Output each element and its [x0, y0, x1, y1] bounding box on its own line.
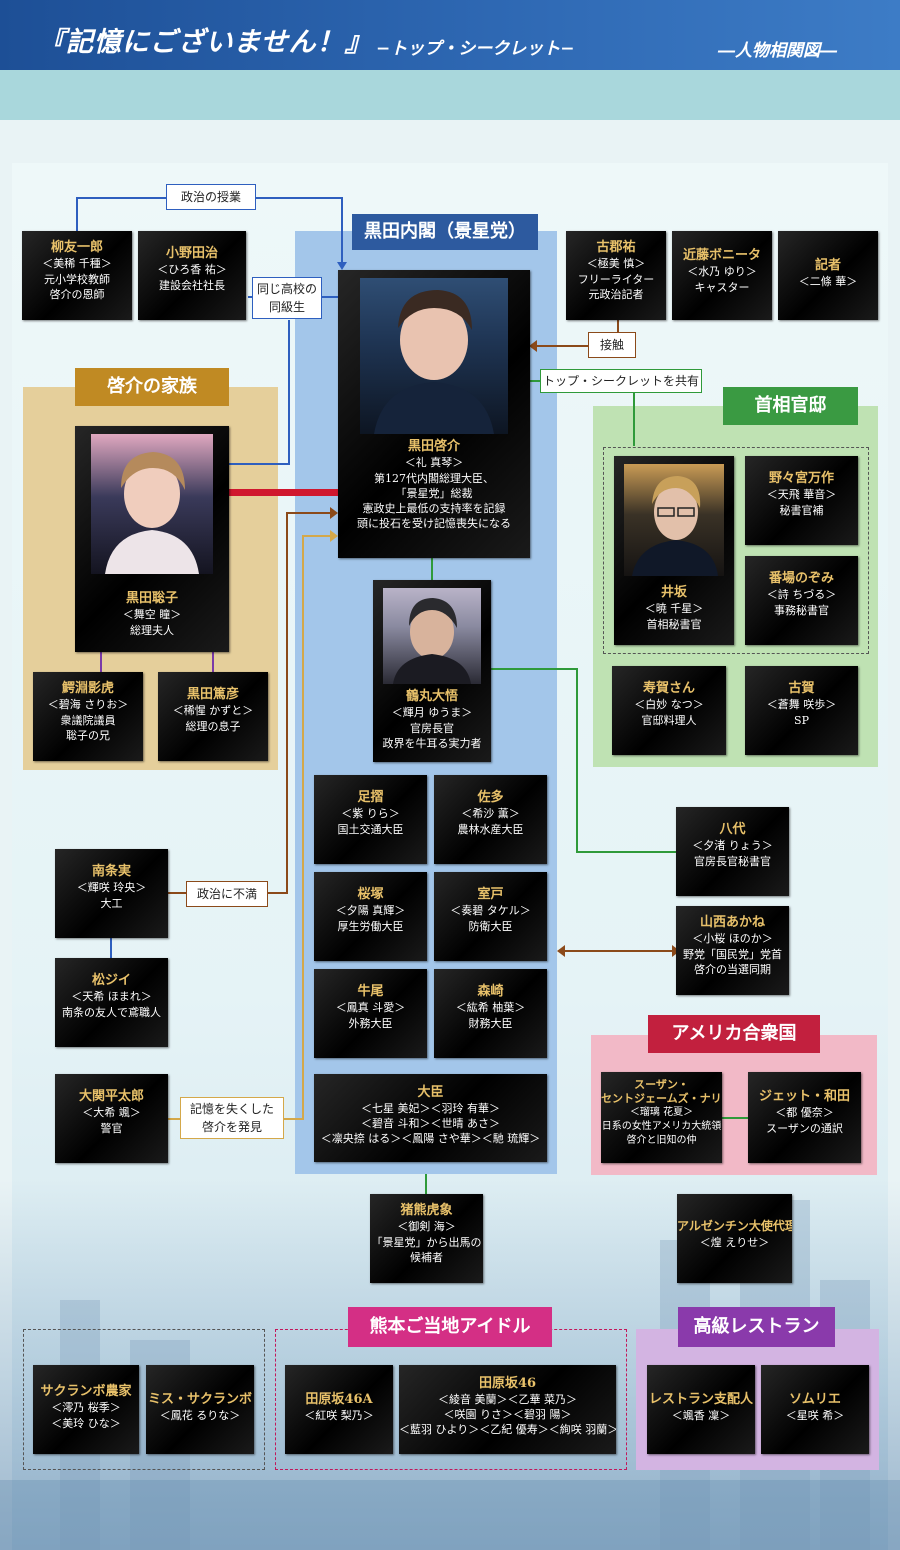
line-politics-class-left	[76, 197, 78, 231]
header-band	[0, 70, 900, 120]
residence-group-label: 首相官邸	[723, 387, 858, 425]
label-secret-share: トップ・シークレットを共有	[540, 369, 702, 393]
page-right-title: ―人物相関図―	[718, 41, 837, 61]
card-satoko: 黒田聡子 ＜舞空 瞳＞ 総理夫人	[75, 426, 229, 652]
line-contact	[537, 345, 617, 347]
label-contact: 接触	[588, 332, 636, 358]
label-classmates-line1: 同じ高校の	[256, 282, 317, 296]
residence-inner-frame	[603, 447, 869, 654]
label-dissatisfied: 政治に不満	[186, 881, 268, 907]
line-susan-jet	[722, 1117, 748, 1119]
label-found-line1: 記憶を失くした	[189, 1102, 274, 1116]
card-jet: ジェット・和田 ＜都 優奈＞ スーザンの通訳	[748, 1072, 861, 1163]
line-nanjo-matsujii	[110, 937, 112, 960]
card-manager: レストラン支配人 ＜颯香 凜＞	[647, 1365, 755, 1454]
tsurumaru-portrait-art	[393, 598, 471, 684]
line-classmates-down	[288, 320, 290, 465]
card-ashizuri: 足摺 ＜紫 りら＞ 国土交通大臣	[314, 775, 427, 864]
arrow-contact	[529, 340, 537, 352]
card-kondo: 近藤ボニータ ＜水乃 ゆり＞ キャスター	[672, 231, 772, 320]
card-kuroda: 黒田啓介 ＜礼 真琴＞ 第127代内閣総理大臣、 「景星党」総裁 憲政史上最低の…	[338, 270, 530, 558]
arrow-dissatisfied	[330, 507, 338, 519]
header-banner: 『記憶にございません！』 −トップ・シークレット− ―人物相関図―	[0, 0, 900, 70]
page-title: 『記憶にございません！』	[38, 27, 373, 58]
card-tsuruta: 鰐淵影虎 ＜碧海 さりお＞ 衆議院議員 聡子の兄	[33, 672, 143, 761]
card-sakuranbo: サクランボ農家 ＜澪乃 桜季＞ ＜美玲 ひな＞	[33, 1365, 139, 1454]
card-ushio: 牛尾 ＜鳳真 斗愛＞ 外務大臣	[314, 969, 427, 1058]
card-atsuhiko: 黒田篤彦 ＜稀惺 かずと＞ 総理の息子	[158, 672, 268, 761]
card-tsurumaru: 鶴丸大悟 ＜輝月 ゆうま＞ 官房長官 政界を牛耳る実力者	[373, 580, 491, 762]
arrow-yamanishi-left	[557, 945, 565, 957]
line-yamanishi	[563, 950, 673, 952]
card-sakurazuka: 桜塚 ＜夕陽 真輝＞ 厚生労働大臣	[314, 872, 427, 961]
card-matsujii: 松ジイ ＜天希 ほまれ＞ 南条の友人で鳶職人	[55, 958, 168, 1047]
arrow-politics-class	[337, 262, 347, 270]
card-nonomiya: 野々宮万作 ＜天飛 華音＞ 秘書官補	[745, 456, 858, 545]
cabinet-group-label: 黒田内閣（景星党）	[352, 214, 538, 250]
family-group-label: 啓介の家族	[75, 368, 229, 406]
card-kogori: 古郡祐 ＜極美 慎＞ フリーライター 元政治記者	[566, 231, 666, 320]
card-yamanishi: 山西あかね ＜小桜 ほのか＞ 野党「国民党」党首 啓介の当選同期	[676, 906, 789, 995]
card-tahara46a: 田原坂46A ＜紅咲 梨乃＞	[285, 1365, 393, 1454]
card-kotobuki: 寿賀さん ＜白妙 なつ＞ 官邸料理人	[612, 666, 726, 755]
card-muroto: 室戸 ＜奏碧 タケル＞ 防衛大臣	[434, 872, 547, 961]
card-isaka: 井坂 ＜暁 千星＞ 首相秘書官	[614, 456, 734, 645]
usa-group-label: アメリカ合衆国	[648, 1015, 820, 1053]
satoko-portrait-art	[105, 452, 199, 574]
card-banba: 番場のぞみ ＜詩 ちづる＞ 事務秘書官	[745, 556, 858, 645]
arrow-found	[330, 530, 338, 542]
line-dissatisfied-up	[286, 512, 288, 894]
card-yashiro: 八代 ＜夕渚 りょう＞ 官房長官秘書官	[676, 807, 789, 896]
line-found-up	[302, 535, 304, 1120]
card-sata: 佐多 ＜希沙 薫＞ 農林水産大臣	[434, 775, 547, 864]
satoko-portrait	[91, 434, 213, 574]
card-onoda: 小野田治 ＜ひろ香 祐＞ 建設会社社長	[138, 231, 246, 320]
kuroda-portrait	[360, 278, 508, 434]
line-to-yashiro	[576, 851, 676, 853]
line-dissatisfied-top	[286, 512, 332, 514]
isaka-portrait-art	[632, 476, 718, 576]
card-koga: 古賀 ＜蒼舞 咲歩＞ SP	[745, 666, 858, 755]
label-politics-class: 政治の授業	[166, 184, 256, 210]
card-omaki: 大関平太郎 ＜大希 颯＞ 警官	[55, 1074, 168, 1163]
card-inokuma: 猪熊虎象 ＜御剣 海＞ 「景星党」から出馬の 候補者	[370, 1194, 483, 1283]
card-tahara46: 田原坂46 ＜綾音 美蘭＞＜乙華 菜乃＞ ＜咲園 りさ＞＜碧羽 陽＞ ＜藍羽 ひ…	[399, 1365, 616, 1454]
card-kisha: 記者 ＜二條 華＞	[778, 231, 878, 320]
line-tsurumaru-right	[491, 668, 577, 670]
label-found: 記憶を失くした 啓介を発見	[180, 1097, 284, 1139]
line-kuroda-tsurumaru	[431, 558, 433, 580]
card-argentina: アルゼンチン大使代理 ＜煌 えりせ＞	[677, 1194, 792, 1283]
line-tsurumaru-down	[576, 668, 578, 853]
card-morisaki: 森崎 ＜紘希 柚葉＞ 財務大臣	[434, 969, 547, 1058]
label-classmates-line2: 同級生	[268, 300, 305, 314]
card-yanagi: 柳友一郎 ＜美稀 千種＞ 元小学校教師 啓介の恩師	[22, 231, 132, 320]
line-secret-share-down	[633, 380, 635, 446]
page-subtitle: −トップ・シークレット−	[376, 39, 575, 59]
line-found-top	[302, 535, 332, 537]
sakuranbo-frame	[23, 1329, 265, 1470]
label-classmates: 同じ高校の 同級生	[252, 277, 322, 319]
isaka-portrait	[624, 464, 724, 576]
restaurant-group-label: 高級レストラン	[678, 1307, 835, 1347]
label-found-line2: 啓介を発見	[201, 1120, 262, 1134]
idol-group-label: 熊本ご当地アイドル	[348, 1307, 552, 1347]
kuroda-portrait-art	[374, 290, 494, 434]
card-daijin: 大臣 ＜七星 美妃＞＜羽玲 有華＞ ＜碧音 斗和＞＜世晴 あさ＞ ＜凛央捺 はる…	[314, 1074, 547, 1162]
line-politics-class-right	[341, 197, 343, 263]
card-miss: ミス・サクランボ ＜鳳花 るりな＞	[146, 1365, 254, 1454]
card-susan: スーザン・ セントジェームズ・ナリカワ ＜瑠璃 花夏＞ 日系の女性アメリカ大統領…	[601, 1072, 722, 1163]
line-classmates-to-family	[228, 463, 290, 465]
tsurumaru-portrait	[383, 588, 481, 684]
line-marriage	[228, 489, 338, 496]
line-cabinet-inokuma	[425, 1174, 427, 1194]
line-family-left	[100, 652, 102, 672]
card-sommelier: ソムリエ ＜星咲 希＞	[761, 1365, 869, 1454]
card-nanjo: 南条実 ＜輝咲 玲央＞ 大工	[55, 849, 168, 938]
